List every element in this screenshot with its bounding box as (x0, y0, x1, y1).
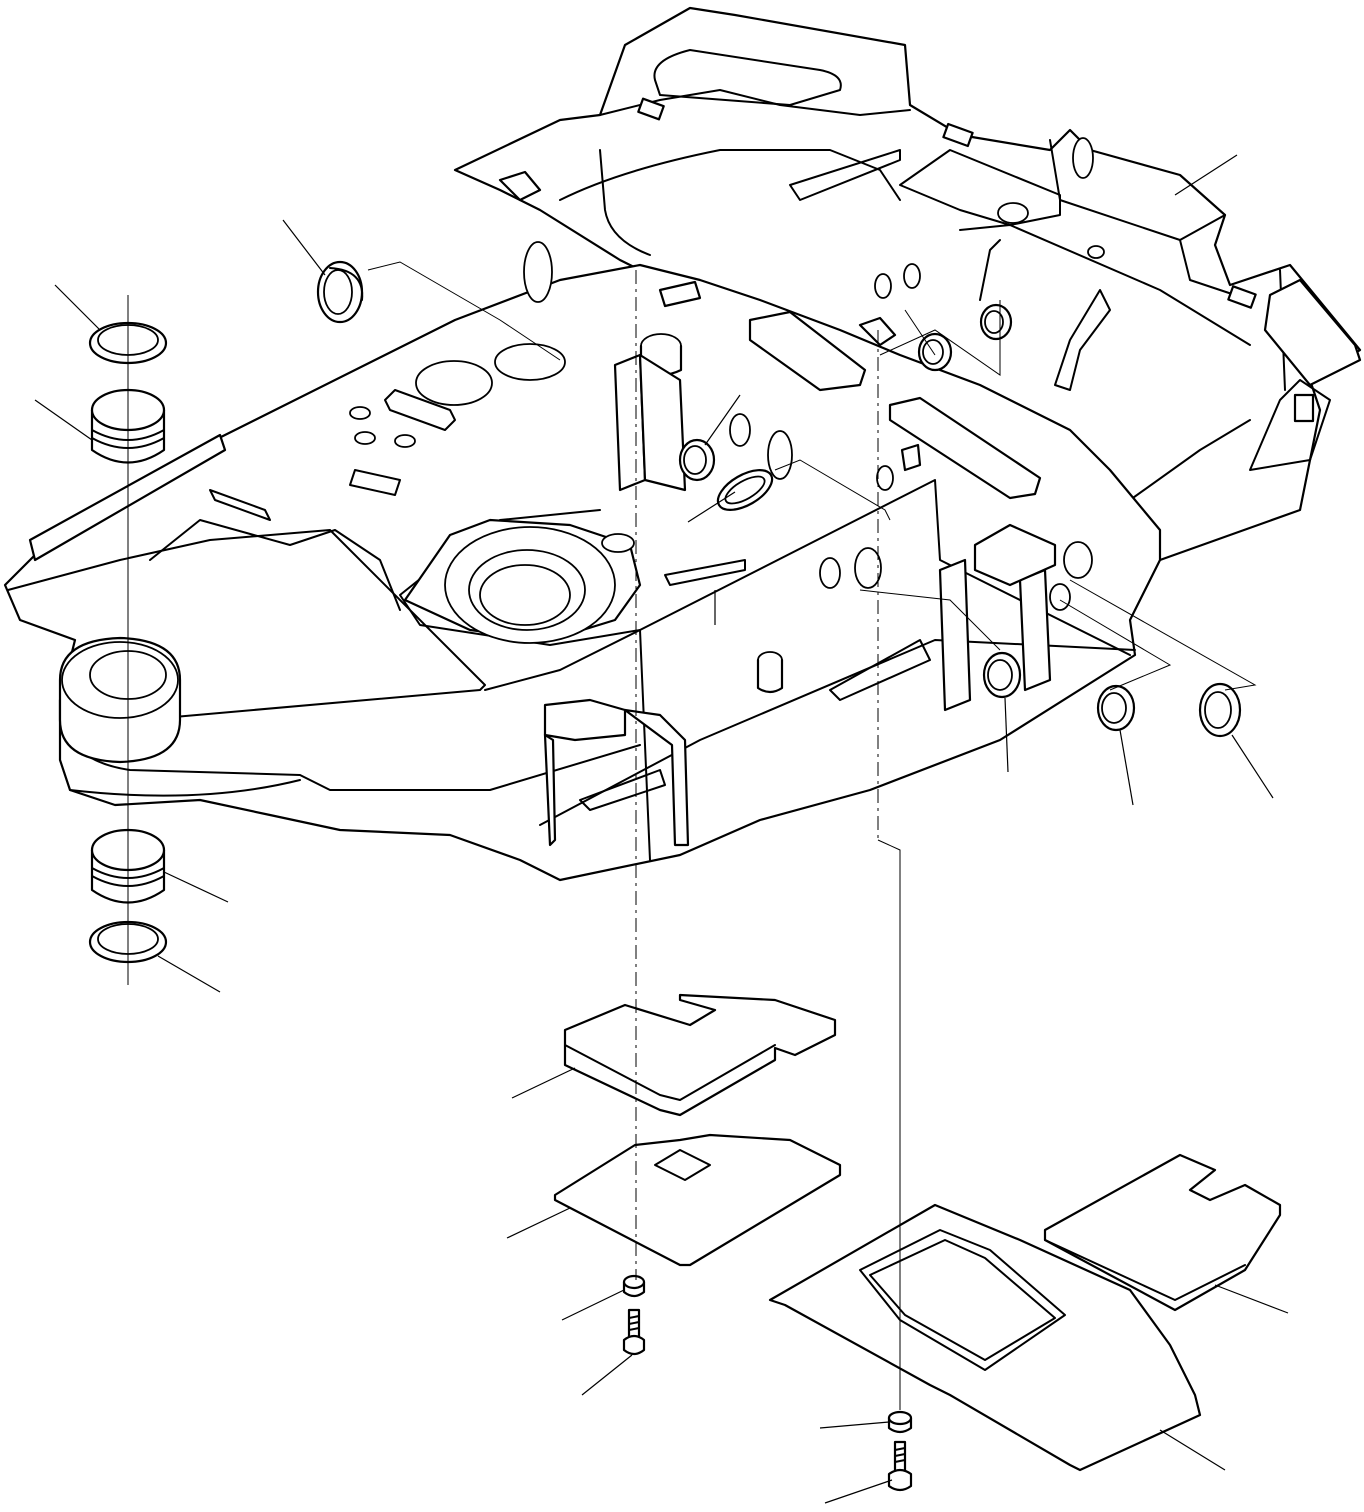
bolt-center (622, 1308, 646, 1356)
bolt-right (887, 1440, 913, 1492)
alignment-lines (127, 261, 1257, 1410)
deck-details (349, 241, 1093, 694)
grommet-right-1 (982, 651, 1022, 699)
grommet-rear-1 (917, 332, 953, 372)
grommet-center (678, 438, 716, 482)
brackets (543, 353, 1057, 847)
grommet-rear-2 (979, 303, 1013, 341)
rails (498, 170, 1362, 500)
floor-plate-right (768, 1203, 1202, 1472)
nut-right (887, 1410, 913, 1434)
floor-plate-center (553, 1133, 842, 1267)
grommet-right-3 (1198, 682, 1242, 738)
leader-lines (34, 154, 1289, 1504)
grommet-right-2 (1096, 684, 1136, 732)
nut-center (622, 1274, 646, 1298)
grommet-top-left (316, 260, 364, 324)
grommet-oval (716, 469, 774, 511)
floor-mat-right (1043, 1153, 1282, 1312)
boom-boss (58, 636, 182, 764)
floor-mat-center (563, 993, 837, 1117)
swing-bearing (403, 518, 642, 644)
